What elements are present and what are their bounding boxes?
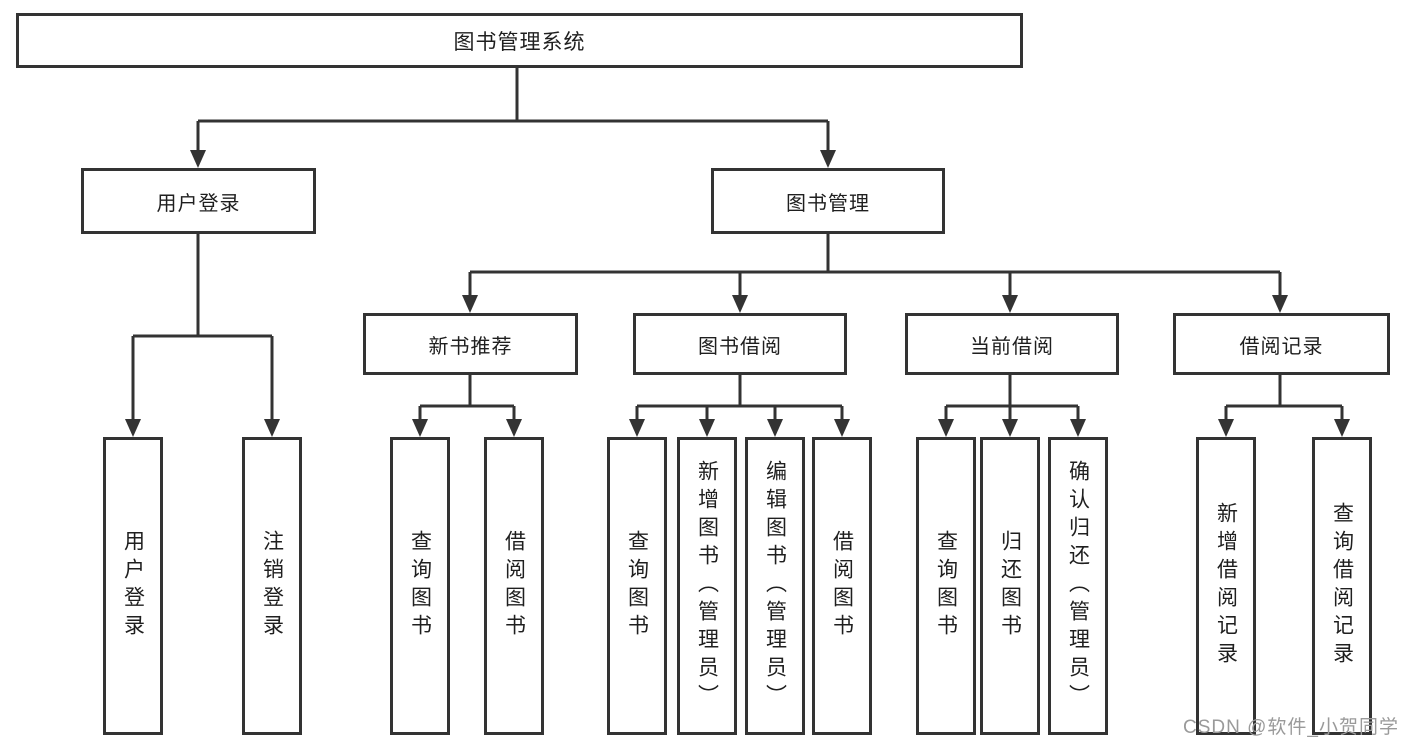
leaf-confirm-return-admin: 确认归还（管理员） (1048, 437, 1108, 735)
node-label: 用户登录 (121, 530, 145, 642)
csdn-watermark: CSDN @软件_小贺同学 (1183, 717, 1399, 738)
node-label: 新增图书（管理员） (695, 460, 719, 712)
node-label: 查询借阅记录 (1330, 502, 1354, 670)
node-borrow-records: 借阅记录 (1173, 313, 1390, 375)
connector-new-book-to-leaves (412, 375, 522, 437)
leaf-newrec-query-book: 查询图书 (390, 437, 450, 735)
leaf-add-borrow-record: 新增借阅记录 (1196, 437, 1256, 735)
connector-borrow-records-to-leaves (1218, 375, 1350, 437)
node-label: 确认归还（管理员） (1066, 460, 1090, 712)
node-label: 用户登录 (156, 192, 241, 215)
node-current-borrow: 当前借阅 (905, 313, 1119, 375)
node-label: 查询图书 (934, 530, 958, 642)
leaf-newrec-borrow-book: 借阅图书 (484, 437, 544, 735)
node-book-borrow: 图书借阅 (633, 313, 847, 375)
node-library-management-system: 图书管理系统 (16, 13, 1023, 68)
node-label: 借阅图书 (502, 530, 526, 642)
connector-book-borrow-to-leaves (629, 375, 850, 437)
leaf-query-borrow-record: 查询借阅记录 (1312, 437, 1372, 735)
node-label: 图书管理 (786, 192, 870, 215)
node-label: 图书管理系统 (453, 30, 586, 54)
connector-current-borrow-to-leaves (938, 375, 1086, 437)
leaf-edit-book-admin: 编辑图书（管理员） (745, 437, 805, 735)
connector-root-to-level2 (190, 68, 836, 168)
node-label: 查询图书 (625, 530, 649, 642)
node-label: 借阅记录 (1239, 335, 1324, 358)
connector-user-login-to-leaves (125, 234, 280, 437)
node-label: 编辑图书（管理员） (763, 460, 787, 712)
leaf-return-book: 归还图书 (980, 437, 1040, 735)
node-book-management: 图书管理 (711, 168, 945, 234)
leaf-user-login: 用户登录 (103, 437, 163, 735)
node-user-login: 用户登录 (81, 168, 316, 234)
node-label: 借阅图书 (830, 530, 854, 642)
node-label: 新增借阅记录 (1214, 502, 1238, 670)
leaf-borrow-book: 借阅图书 (812, 437, 872, 735)
leaf-borrow-query-book: 查询图书 (607, 437, 667, 735)
node-label: 新书推荐 (428, 335, 513, 358)
connector-book-management-to-level3 (462, 234, 1288, 313)
node-label: 归还图书 (998, 530, 1022, 642)
node-label: 图书借阅 (698, 335, 782, 358)
node-label: 注销登录 (260, 530, 284, 642)
leaf-current-query-book: 查询图书 (916, 437, 976, 735)
node-label: 当前借阅 (970, 335, 1054, 358)
node-new-book-recommend: 新书推荐 (363, 313, 578, 375)
leaf-logout: 注销登录 (242, 437, 302, 735)
node-label: 查询图书 (408, 530, 432, 642)
leaf-add-book-admin: 新增图书（管理员） (677, 437, 737, 735)
